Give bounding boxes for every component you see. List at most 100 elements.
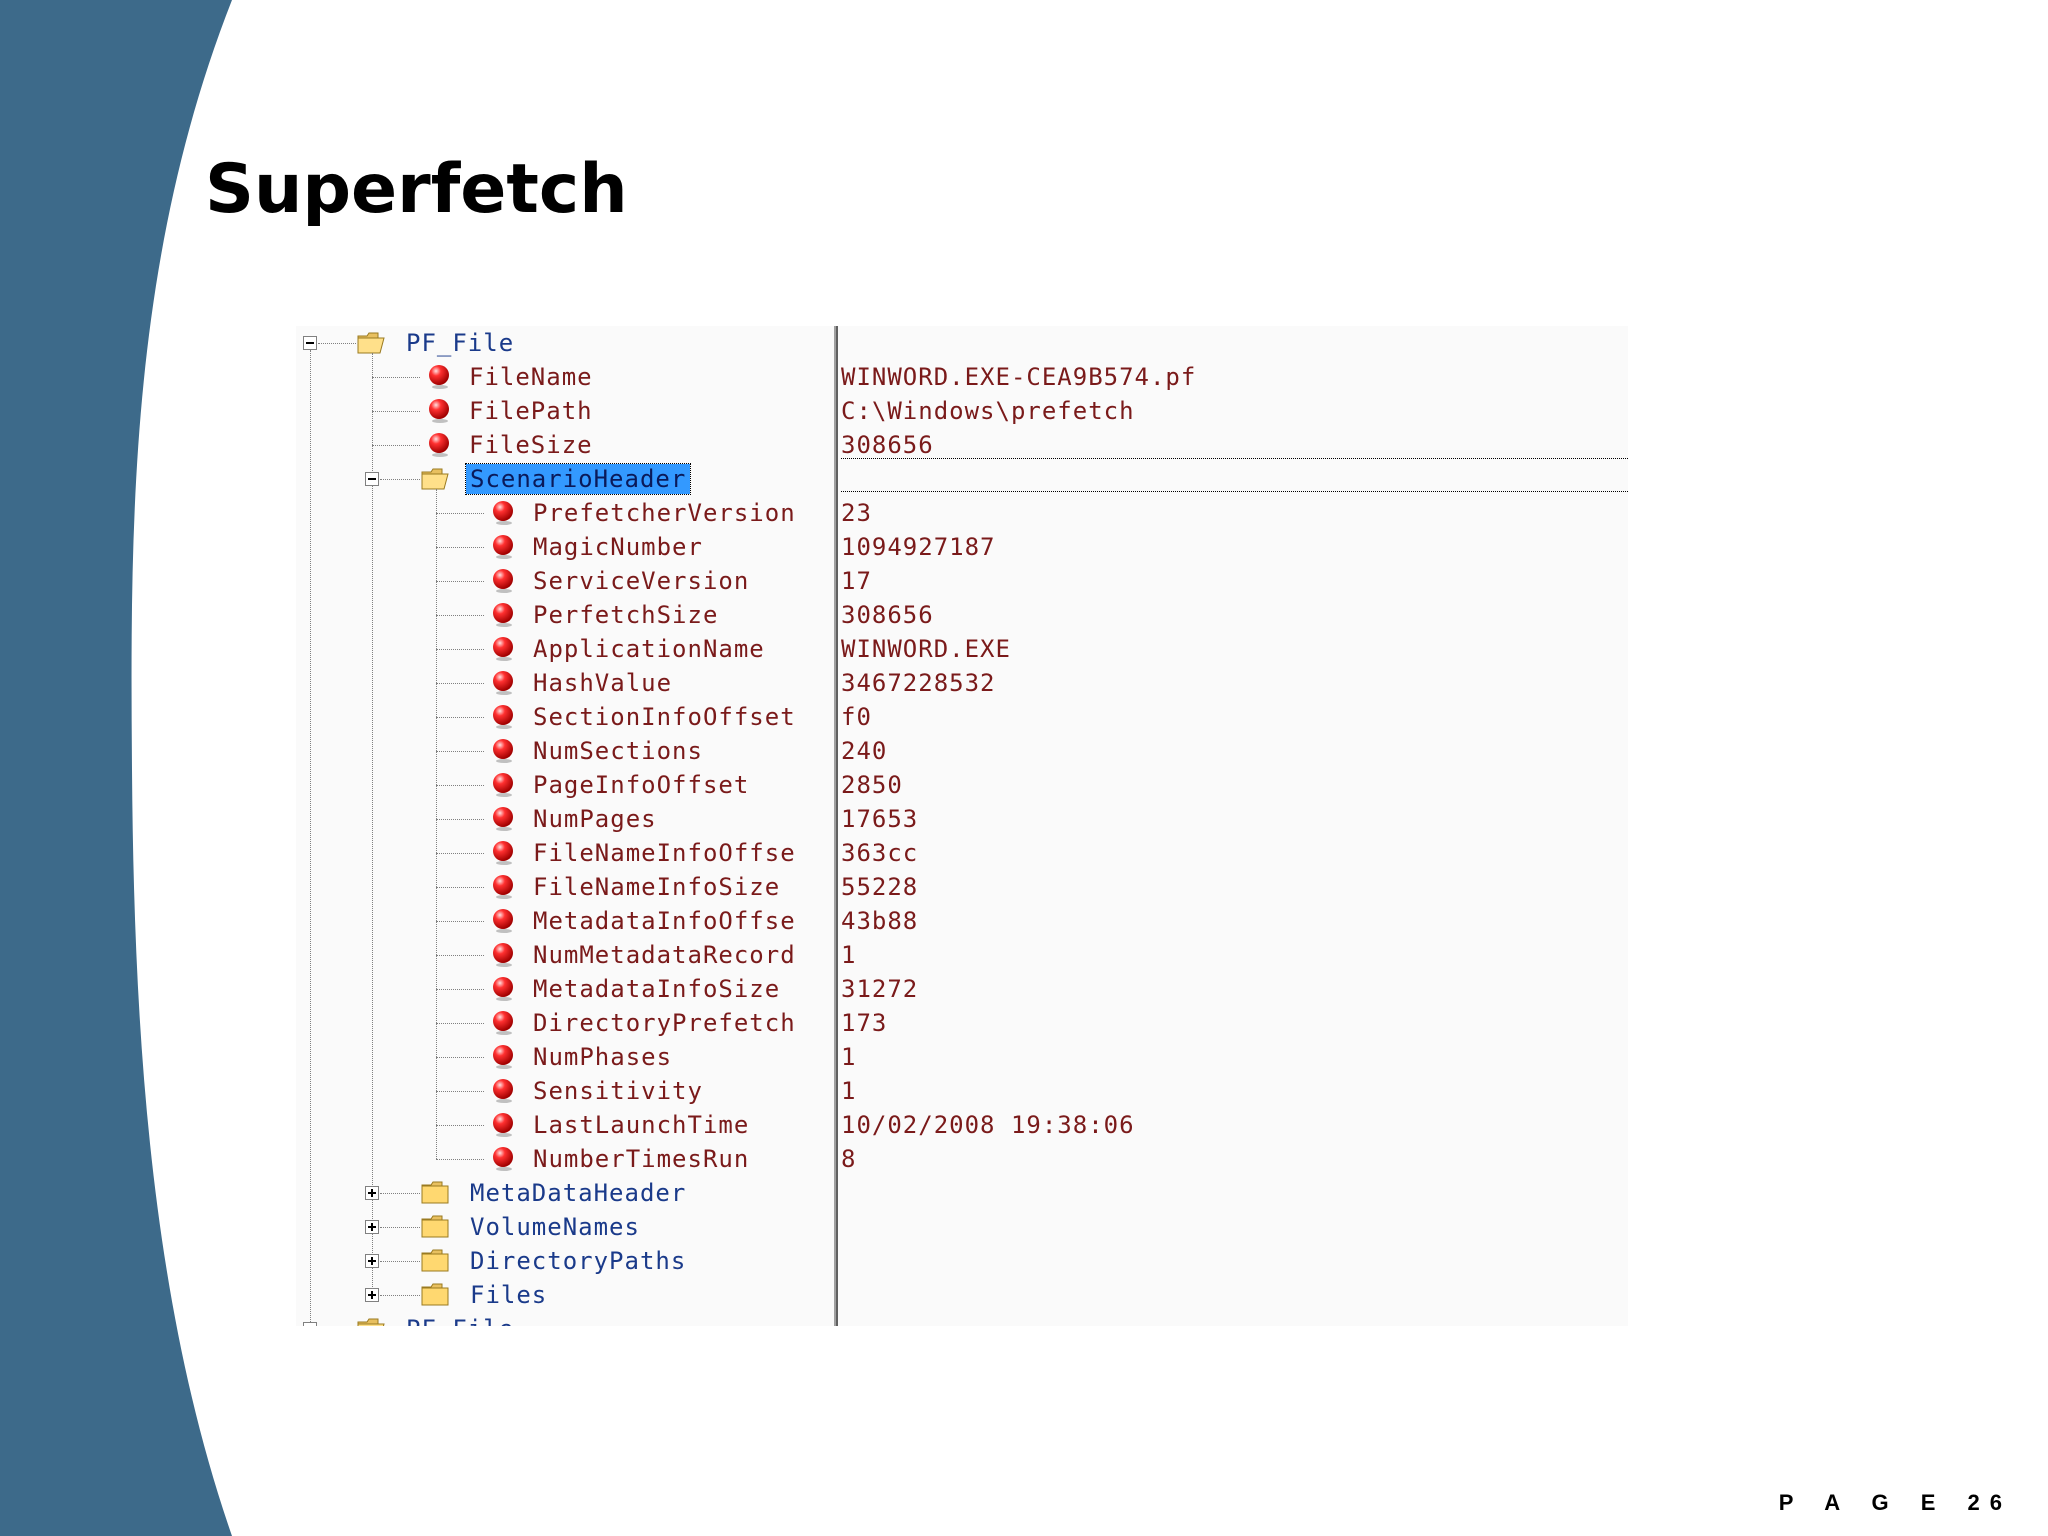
field-value: 17 <box>841 567 872 595</box>
tree-node-filesize[interactable]: FileSize <box>469 431 593 459</box>
red-ball-icon <box>490 1111 516 1137</box>
tree-node-field[interactable]: NumPages <box>533 805 657 833</box>
scenario-header-collapse-button[interactable] <box>365 472 379 486</box>
field-value: 8 <box>841 1145 857 1173</box>
tree-node-field[interactable]: Sensitivity <box>533 1077 703 1105</box>
field-value: 1 <box>841 1077 857 1105</box>
tree-connector <box>372 445 420 446</box>
expand-button[interactable] <box>365 1220 379 1234</box>
folder-open-icon <box>356 330 388 356</box>
tree-connector <box>380 1193 420 1194</box>
tree-node-filename[interactable]: FileName <box>469 363 593 391</box>
field-value: 31272 <box>841 975 919 1003</box>
field-value: WINWORD.EXE <box>841 635 1011 663</box>
field-value: 10/02/2008 19:38:06 <box>841 1111 1135 1139</box>
red-ball-icon <box>490 499 516 525</box>
tree-node-folder[interactable]: MetaDataHeader <box>470 1179 687 1207</box>
tree-node-field[interactable]: NumSections <box>533 737 703 765</box>
tree-connector <box>436 921 484 922</box>
tree-node-field[interactable]: NumMetadataRecord <box>533 941 796 969</box>
tree-connector <box>372 411 420 412</box>
field-value: 43b88 <box>841 907 919 935</box>
tree-node-field[interactable]: ApplicationName <box>533 635 765 663</box>
root-collapse-button[interactable] <box>303 336 317 350</box>
red-ball-icon <box>490 1043 516 1069</box>
field-value: WINWORD.EXE-CEA9B574.pf <box>841 363 1197 391</box>
tree-node-field[interactable]: DirectoryPrefetch <box>533 1009 796 1037</box>
tree-connector <box>436 819 484 820</box>
field-value: 17653 <box>841 805 919 833</box>
field-value: C:\Windows\prefetch <box>841 397 1135 425</box>
folder-closed-icon <box>420 1282 452 1308</box>
tree-node-field[interactable]: MagicNumber <box>533 533 703 561</box>
red-ball-icon <box>490 737 516 763</box>
tree-connector <box>436 785 484 786</box>
tree-node-filepath[interactable]: FilePath <box>469 397 593 425</box>
tree-node-field[interactable]: NumPhases <box>533 1043 673 1071</box>
tree-node-field[interactable]: SectionInfoOffset <box>533 703 796 731</box>
tree-connector <box>372 353 373 479</box>
tree-node-field[interactable]: HashValue <box>533 669 673 697</box>
red-ball-icon <box>490 601 516 627</box>
tree-connector <box>436 955 484 956</box>
red-ball-icon <box>490 669 516 695</box>
field-value: f0 <box>841 703 872 731</box>
tree-connector <box>372 377 420 378</box>
folder-closed-icon <box>420 1214 452 1240</box>
expand-button[interactable] <box>365 1186 379 1200</box>
folder-open-icon <box>420 466 452 492</box>
tree-node-field[interactable]: PerfetchSize <box>533 601 719 629</box>
red-ball-icon <box>490 1077 516 1103</box>
tree-node-pf-file-next[interactable]: PF_File <box>406 1314 514 1326</box>
tree-node-field[interactable]: NumberTimesRun <box>533 1145 750 1173</box>
page-number: P A G E 26 <box>1779 1490 2012 1516</box>
tree-node-folder[interactable]: VolumeNames <box>470 1213 640 1241</box>
field-value: 2850 <box>841 771 903 799</box>
focus-rectangle <box>841 458 1628 492</box>
tree-connector <box>436 1023 484 1024</box>
field-value: 1094927187 <box>841 533 996 561</box>
folder-closed-icon <box>420 1248 452 1274</box>
field-value: 1 <box>841 941 857 969</box>
tree-node-pf-file[interactable]: PF_File <box>406 329 515 357</box>
red-ball-icon <box>490 703 516 729</box>
tree-node-field[interactable]: FileNameInfoSize <box>533 873 781 901</box>
tree-node-field[interactable]: FileNameInfoOffse <box>533 839 796 867</box>
tree-node-folder[interactable]: Files <box>470 1281 548 1309</box>
tree-node-field[interactable]: MetadataInfoOffse <box>533 907 796 935</box>
tree-connector <box>436 683 484 684</box>
tree-node-field[interactable]: MetadataInfoSize <box>533 975 781 1003</box>
field-value: 173 <box>841 1009 888 1037</box>
field-value: 1 <box>841 1043 857 1071</box>
red-ball-icon <box>490 839 516 865</box>
tree-connector <box>310 350 311 1326</box>
tree-node-folder[interactable]: DirectoryPaths <box>470 1247 687 1275</box>
tree-connector <box>436 853 484 854</box>
tree-node-field[interactable]: PrefetcherVersion <box>533 499 796 527</box>
red-ball-icon <box>490 975 516 1001</box>
tree-connector <box>436 989 484 990</box>
field-value: 55228 <box>841 873 919 901</box>
red-ball-icon <box>490 533 516 559</box>
tree-node-field[interactable]: LastLaunchTime <box>533 1111 750 1139</box>
red-ball-icon <box>490 1145 516 1171</box>
red-ball-icon <box>490 771 516 797</box>
tree-connector <box>436 717 484 718</box>
expand-button[interactable] <box>365 1288 379 1302</box>
red-ball-icon <box>490 635 516 661</box>
red-ball-icon <box>490 941 516 967</box>
tree-connector <box>436 489 437 1159</box>
tree-node-field[interactable]: PageInfoOffset <box>533 771 750 799</box>
column-splitter[interactable] <box>834 326 838 1326</box>
slide-title: Superfetch <box>205 150 628 229</box>
red-ball-icon <box>490 805 516 831</box>
tree-node-field[interactable]: ServiceVersion <box>533 567 750 595</box>
tree-node-scenario-header[interactable]: ScenarioHeader <box>464 463 692 495</box>
expand-button[interactable] <box>365 1254 379 1268</box>
tree-connector <box>436 751 484 752</box>
tree-connector <box>436 1125 484 1126</box>
red-ball-icon <box>490 873 516 899</box>
next-root-collapse-button[interactable] <box>303 1322 317 1326</box>
